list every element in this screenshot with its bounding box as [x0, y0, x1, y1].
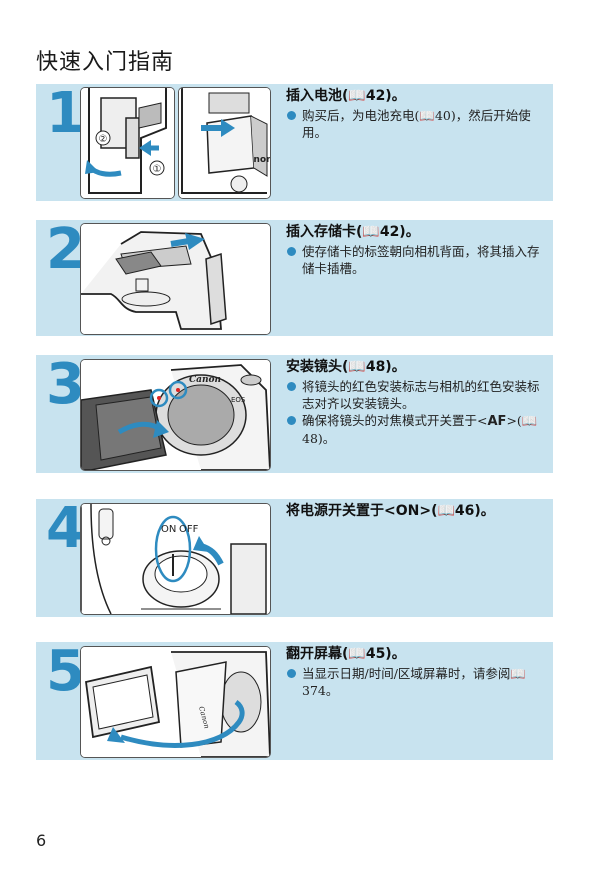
bullet-item: 使存储卡的标签朝向相机背面，将其插入存储卡插槽。: [286, 243, 544, 277]
card-slot-illustration: [81, 224, 270, 334]
page-title: 快速入门指南: [36, 50, 175, 75]
bullet-text: 将镜头的红色安装标志与相机的红色安装标志对齐以安装镜头。: [302, 379, 540, 411]
callout-2-label: ②: [99, 134, 108, 145]
step-1-text: 插入电池(📖42)。 购买后，为电池充电(📖40)，然后开始使用。: [286, 87, 544, 141]
callout-1-label: ①: [153, 164, 162, 175]
bullet-text: 使存储卡的标签朝向相机背面，将其插入存储卡插槽。: [302, 244, 540, 276]
bullet-dot-icon: [287, 111, 296, 120]
camera-brand-label: Canon: [189, 375, 221, 385]
step-5-photo: Canon: [80, 646, 271, 758]
af-mode-label: AF: [487, 414, 507, 429]
lens-mount-illustration: Canon EOS: [81, 360, 270, 470]
step-2-photo: [80, 223, 271, 335]
step-number: 4: [46, 496, 85, 561]
step-4-text: 将电源开关置于<ON>(📖46)。: [286, 502, 544, 522]
battery-door-illustration: ② ①: [81, 88, 174, 198]
step-number: 2: [46, 217, 85, 282]
bullet-dot-icon: [287, 247, 296, 256]
bullet-item: 购买后，为电池充电(📖40)，然后开始使用。: [286, 107, 544, 141]
step-1-panel: 1 ② ① uou: [36, 84, 553, 201]
step-1-photo-right: uou: [178, 87, 271, 199]
step-1-photo-left: ② ①: [80, 87, 175, 199]
step-number: 3: [46, 352, 85, 417]
step-5-text: 翻开屏幕(📖45)。 当显示日期/时间/区域屏幕时，请参阅📖374。: [286, 645, 544, 699]
battery-brand-label: uou: [254, 154, 271, 164]
step-number: 1: [46, 81, 85, 146]
step-2-panel: 2 插入存储卡(📖42)。 使存储卡的标签朝向相机背面，将其插入存储卡插槽。: [36, 220, 553, 336]
bullet-dot-icon: [287, 416, 296, 425]
bullet-item: 当显示日期/时间/区域屏幕时，请参阅📖374。: [286, 665, 544, 699]
step-heading: 将电源开关置于<ON>(📖46)。: [286, 503, 495, 519]
off-label: OFF: [179, 524, 199, 535]
bullet-item: 确保将镜头的对焦模式开关置于<AF>(📖48)。: [286, 412, 544, 447]
step-5-panel: 5 Canon 翻开屏幕(📖45)。 当显示日期/时间/区域屏幕时，请参阅📖37…: [36, 642, 553, 760]
bullet-item: 将镜头的红色安装标志与相机的红色安装标志对齐以安装镜头。: [286, 378, 544, 412]
bullet-text: 购买后，为电池充电(📖40)，然后开始使用。: [302, 108, 531, 140]
step-4-panel: 4 ON OFF 将电源开关置于<ON>(📖46)。: [36, 499, 553, 617]
step-number: 5: [46, 639, 85, 704]
step-heading: 安装镜头(📖48)。: [286, 359, 406, 375]
battery-insert-illustration: uou: [179, 88, 270, 198]
step-heading: 插入电池(📖42)。: [286, 88, 406, 104]
bullet-text: >(📖48)。: [302, 413, 538, 446]
on-label: ON: [161, 524, 176, 535]
power-switch-illustration: ON OFF: [81, 504, 270, 614]
camera-model-label: EOS: [231, 396, 246, 404]
step-4-photo: ON OFF: [80, 503, 271, 615]
step-3-text: 安装镜头(📖48)。 将镜头的红色安装标志与相机的红色安装标志对齐以安装镜头。 …: [286, 358, 544, 447]
bullet-dot-icon: [287, 669, 296, 678]
page-number: 6: [36, 831, 47, 850]
bullet-text: 当显示日期/时间/区域屏幕时，请参阅📖374。: [302, 666, 526, 698]
step-heading: 翻开屏幕(📖45)。: [286, 646, 406, 662]
flip-screen-illustration: Canon: [81, 647, 270, 757]
bullet-dot-icon: [287, 382, 296, 391]
bullet-text: 确保将镜头的对焦模式开关置于<: [302, 413, 488, 428]
step-3-photo: Canon EOS: [80, 359, 271, 471]
step-3-panel: 3 Canon EOS 安装镜头(📖48)。 将镜头的红色安装标志与相机的红色安…: [36, 355, 553, 473]
step-heading: 插入存储卡(📖42)。: [286, 224, 420, 240]
step-2-text: 插入存储卡(📖42)。 使存储卡的标签朝向相机背面，将其插入存储卡插槽。: [286, 223, 544, 277]
